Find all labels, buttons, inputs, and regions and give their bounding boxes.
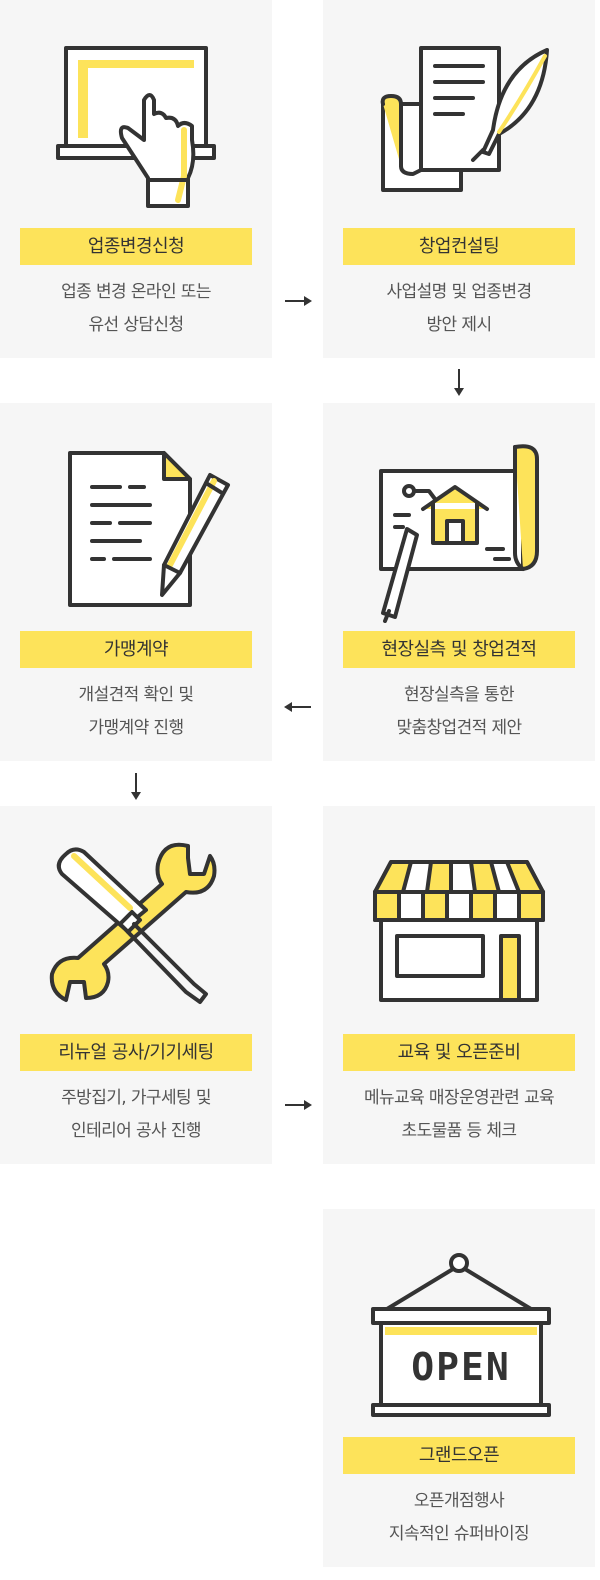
desc-line: 유선 상담신청 bbox=[88, 315, 184, 335]
step-card-6: 교육 및 오픈준비 메뉴교육 매장운영관련 교육 초도물품 등 체크 bbox=[323, 806, 595, 1164]
step-title: 리뉴얼 공사/기기세팅 bbox=[20, 1034, 252, 1071]
step-description: 개설견적 확인 및 가맹계약 진행 bbox=[0, 679, 272, 745]
document-quill-icon bbox=[323, 0, 595, 220]
storefront-icon bbox=[323, 806, 595, 1026]
step-title: 현장실측 및 창업견적 bbox=[343, 631, 575, 668]
step-title: 업종변경신청 bbox=[20, 228, 252, 265]
step-card-3: 가맹계약 개설견적 확인 및 가맹계약 진행 bbox=[0, 403, 272, 761]
desc-line: 인테리어 공사 진행 bbox=[71, 1121, 202, 1141]
step-title: 창업컨설팅 bbox=[343, 228, 575, 265]
open-sign-text: OPEN bbox=[411, 1345, 511, 1389]
step-description: 사업설명 및 업종변경 방안 제시 bbox=[323, 276, 595, 342]
open-sign-icon: OPEN bbox=[323, 1209, 595, 1429]
step-description: 주방집기, 가구세팅 및 인테리어 공사 진행 bbox=[0, 1082, 272, 1148]
desc-line: 초도물품 등 체크 bbox=[401, 1121, 517, 1141]
blueprint-house-icon bbox=[323, 403, 595, 623]
arrow-left-icon bbox=[284, 700, 312, 714]
step-description: 업종 변경 온라인 또는 유선 상담신청 bbox=[0, 276, 272, 342]
step-title: 가맹계약 bbox=[20, 631, 252, 668]
step-title: 교육 및 오픈준비 bbox=[343, 1034, 575, 1071]
desc-line: 업종 변경 온라인 또는 bbox=[61, 282, 211, 302]
step-card-1: 업종변경신청 업종 변경 온라인 또는 유선 상담신청 bbox=[0, 0, 272, 358]
step-card-2: 창업컨설팅 사업설명 및 업종변경 방안 제시 bbox=[323, 0, 595, 358]
arrow-down-icon bbox=[129, 772, 143, 800]
step-description: 메뉴교육 매장운영관련 교육 초도물품 등 체크 bbox=[323, 1082, 595, 1148]
desc-line: 맞춤창업견적 제안 bbox=[396, 718, 522, 738]
step-card-7: OPEN 그랜드오픈 오픈개점행사 지속적인 슈퍼바이징 bbox=[323, 1209, 595, 1567]
desc-line: 방안 제시 bbox=[426, 315, 493, 335]
desc-line: 메뉴교육 매장운영관련 교육 bbox=[363, 1088, 555, 1108]
desc-line: 오픈개점행사 bbox=[413, 1491, 505, 1511]
desc-line: 지속적인 슈퍼바이징 bbox=[388, 1524, 530, 1544]
desc-line: 개설견적 확인 및 bbox=[78, 685, 194, 705]
desc-line: 주방집기, 가구세팅 및 bbox=[61, 1088, 211, 1108]
arrow-right-icon bbox=[284, 1098, 312, 1112]
desc-line: 현장실측을 통한 bbox=[403, 685, 515, 705]
step-card-5: 리뉴얼 공사/기기세팅 주방집기, 가구세팅 및 인테리어 공사 진행 bbox=[0, 806, 272, 1164]
contract-pencil-icon bbox=[0, 403, 272, 623]
arrow-down-icon bbox=[452, 368, 466, 396]
step-title: 그랜드오픈 bbox=[343, 1437, 575, 1474]
tools-icon bbox=[0, 806, 272, 1026]
step-card-4: 현장실측 및 창업견적 현장실측을 통한 맞춤창업견적 제안 bbox=[323, 403, 595, 761]
desc-line: 사업설명 및 업종변경 bbox=[386, 282, 533, 302]
step-description: 현장실측을 통한 맞춤창업견적 제안 bbox=[323, 679, 595, 745]
arrow-right-icon bbox=[284, 294, 312, 308]
step-description: 오픈개점행사 지속적인 슈퍼바이징 bbox=[323, 1485, 595, 1551]
desc-line: 가맹계약 진행 bbox=[88, 718, 184, 738]
laptop-touch-icon bbox=[0, 0, 272, 220]
